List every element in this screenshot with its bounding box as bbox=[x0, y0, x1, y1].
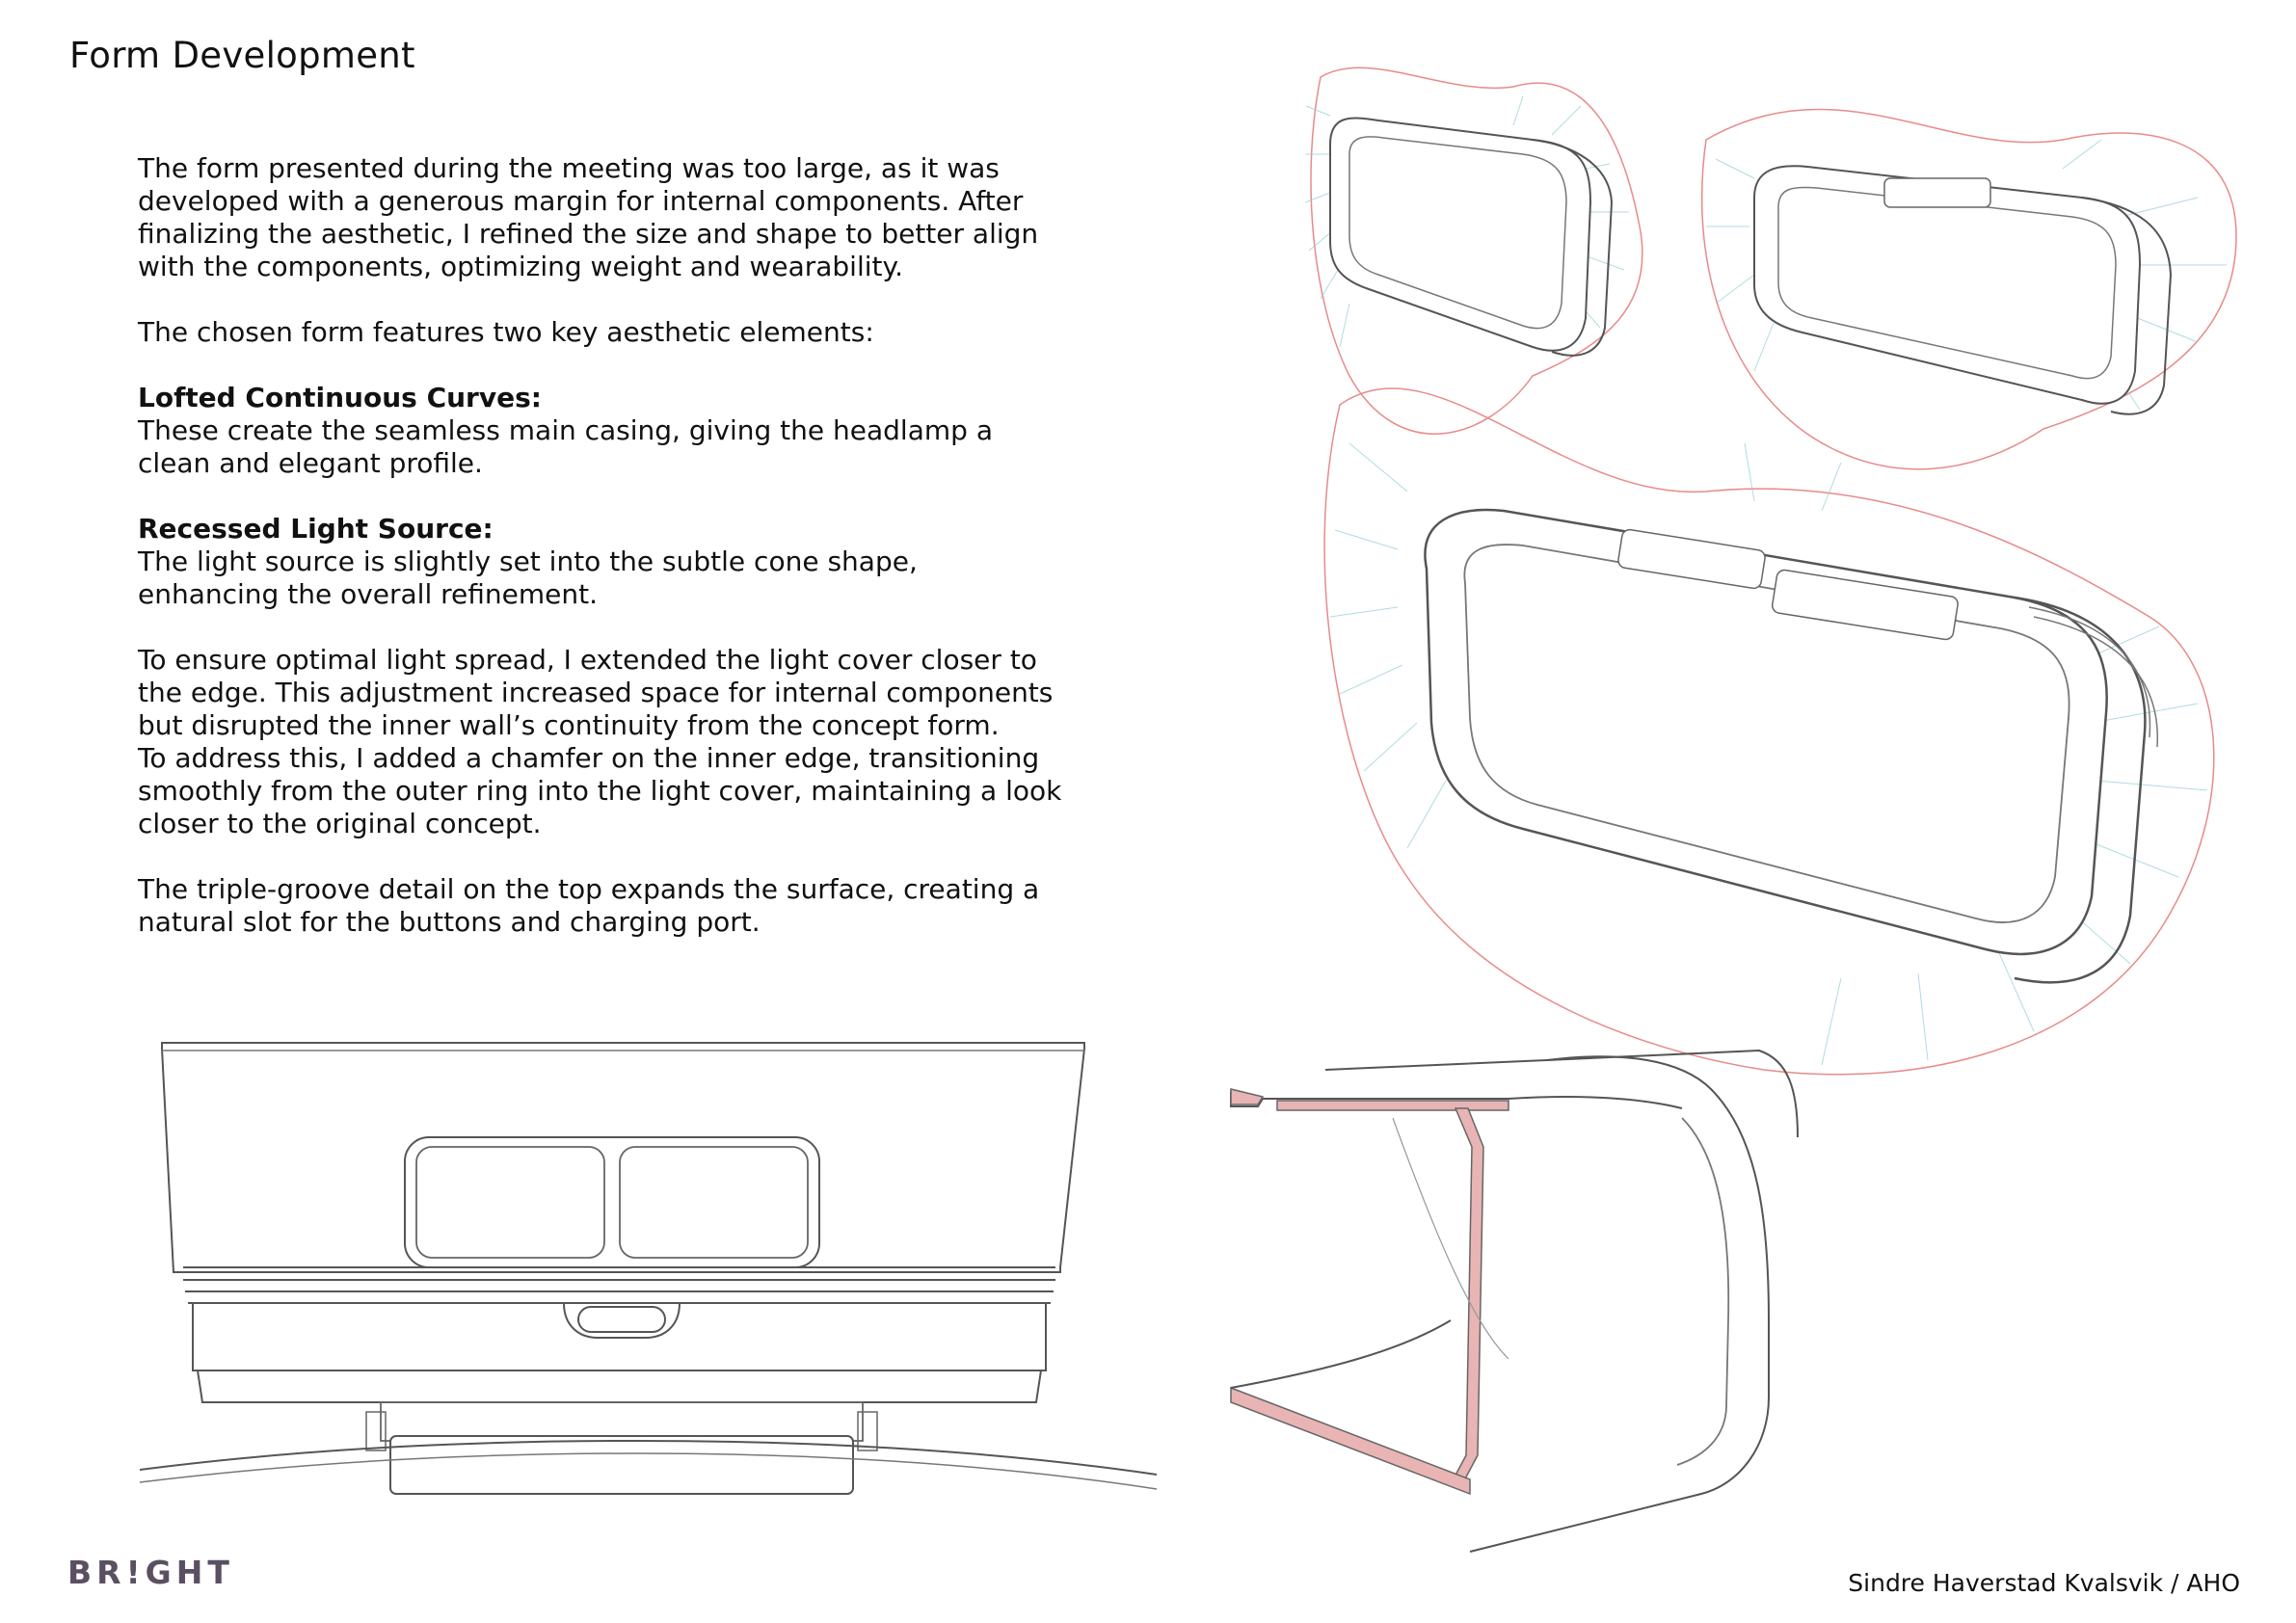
section-view-drawing bbox=[1230, 1049, 1799, 1553]
brand-logo: BR!GHT bbox=[67, 1554, 234, 1591]
paragraph-intro: The form presented during the meeting wa… bbox=[138, 152, 1039, 282]
section-heading: Lofted Continuous Curves: bbox=[138, 382, 542, 413]
section-heading: Recessed Light Source: bbox=[138, 513, 494, 545]
section-body: These create the seamless main casing, g… bbox=[138, 414, 993, 479]
section-body: The light source is slightly set into th… bbox=[138, 545, 918, 610]
front-view-drawing bbox=[139, 1042, 1158, 1495]
body-text: The form presented during the meeting wa… bbox=[138, 152, 1063, 971]
paragraph-line: To ensure optimal light spread, I extend… bbox=[138, 644, 1054, 741]
curvature-render-small-right bbox=[1700, 108, 2237, 470]
curvature-render-small-left bbox=[1304, 67, 1643, 435]
curvature-render-large bbox=[1323, 387, 2215, 1076]
author-credit: Sindre Haverstad Kvalsvik / AHO bbox=[1848, 1569, 2240, 1597]
page-title: Form Development bbox=[69, 35, 415, 76]
paragraph-line: To address this, I added a chamfer on th… bbox=[138, 742, 1062, 839]
section-recessed-light: Recessed Light Source: The light source … bbox=[138, 513, 1063, 611]
paragraph-triple-groove: The triple-groove detail on the top expa… bbox=[138, 873, 1040, 938]
paragraph-key-elements: The chosen form features two key aesthet… bbox=[138, 316, 874, 348]
section-lofted-curves: Lofted Continuous Curves: These create t… bbox=[138, 382, 1063, 480]
paragraph-light-spread: To ensure optimal light spread, I extend… bbox=[138, 644, 1063, 840]
